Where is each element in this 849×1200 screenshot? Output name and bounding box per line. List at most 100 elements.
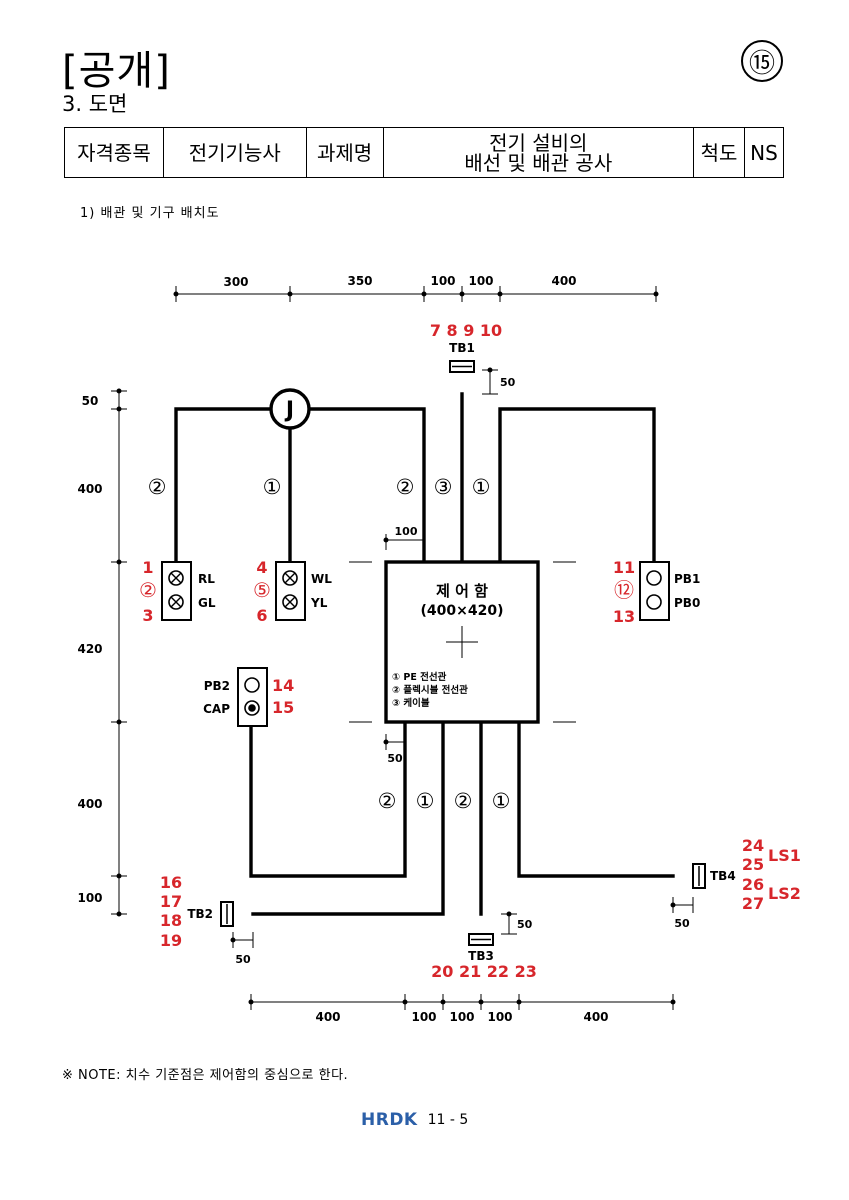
pb0-icon [646,594,662,610]
pb1-label: PB1 [674,572,700,586]
tb3-numbers: 20 21 22 23 [431,962,537,981]
control-box: 제 어 함 (400×420) ① PE 전선관 ② 플렉시블 전선관 ③ 케이… [349,560,576,724]
page-badge: ⑮ [741,40,783,82]
bottom-dimension [248,994,676,1010]
lamp-box-rl-gl: RL GL 1 ② 3 [139,558,216,625]
marker-bottom-d: ① [492,789,511,813]
conduit-rl [174,407,274,564]
pb1-icon [646,570,662,586]
top-dim-5: 400 [551,274,576,288]
dim-tb2-label: 50 [235,953,251,966]
marker-bottom-c: ② [454,789,473,813]
pb2-num: 14 [272,676,294,695]
scale-label: 척도 [693,127,745,178]
wl-label: WL [311,572,332,586]
cap-num: 15 [272,698,294,717]
dim-box-bottom-label: 50 [387,752,403,765]
lamp-yl-icon [282,594,298,610]
tb3-label: TB3 [468,949,494,963]
dim-tb2 [230,932,254,948]
task-value: 전기 설비의 배선 및 배관 공사 [382,127,695,178]
tb2-num-c: 18 [160,911,182,930]
conduit-box-left [308,407,426,564]
ls1-label: LS1 [768,846,801,865]
left-dim-3: 420 [77,642,102,656]
legend-flexible: ② 플렉시블 전선관 [392,684,468,696]
dim-tb1 [482,367,498,395]
pushbutton-box-pb2-cap: PB2 CAP 14 15 [203,667,294,727]
tb2-num-a: 16 [160,873,182,892]
top-dim-4: 100 [468,274,493,288]
bottom-dim-1: 400 [315,1010,340,1024]
pb2-icon [244,677,260,693]
conduit-paths [174,392,675,916]
tb1-label: TB1 [449,341,475,355]
bottom-dim-4: 100 [487,1010,512,1024]
top-dim-2: 350 [347,274,372,288]
lamp-rl-icon [168,570,184,586]
left-dimension [111,388,127,917]
page-footer: HRDK 11 - 5 [361,1110,468,1130]
top-dim-1: 300 [223,275,248,289]
scale-value: NS [743,127,785,178]
pb0-label: PB0 [674,596,700,610]
tb2-label: TB2 [187,907,213,921]
marker-center-c: ① [472,475,491,499]
hrdk-logo: HRDK [361,1110,418,1130]
tb4-num-d: 27 [742,894,764,913]
control-box-size: (400×420) [421,603,504,619]
dim-box-left-label: 100 [395,525,418,538]
task-value-line2: 배선 및 배관 공사 [464,150,613,175]
ls2-label: LS2 [768,884,801,903]
yl-label: YL [310,596,328,610]
qualification-value: 전기기능사 [162,127,307,178]
section-heading: 1) 배관 및 기구 배치도 [80,206,220,221]
conduit-tb4 [517,720,675,878]
conduit-pb1 [498,407,656,564]
tb4-label: TB4 [710,869,736,883]
gl-label: GL [198,596,216,610]
left-dim-1: 50 [82,394,99,408]
legend-cable: ③ 케이블 [392,697,430,709]
dim-box-left [383,534,424,550]
conduit-tb2 [251,720,445,916]
tb4-num-c: 26 [742,875,764,894]
info-table-row: 자격종목 전기기능사 과제명 전기 설비의 배선 및 배관 공사 척도 NS [64,127,785,178]
pb-num-mid: ⑫ [614,578,634,602]
dim-tb4 [670,897,694,913]
dim-tb3 [501,911,517,935]
bottom-dim-3: 100 [449,1010,474,1024]
pb-num-bot: 13 [613,607,635,626]
lamp-gl-icon [168,594,184,610]
dim-tb1-label: 50 [500,376,516,389]
terminal-tb2: TB2 16 17 18 19 [160,873,234,950]
marker-rl: ② [148,475,167,499]
tb1-numbers: 7 8 9 10 [430,321,502,340]
dim-tb4-label: 50 [674,917,690,930]
pushbutton-box-pb1-pb0: PB1 PB0 11 ⑫ 13 [613,558,700,626]
marker-center-b: ③ [434,475,453,499]
pb-num-top: 11 [613,558,635,577]
tb4-num-b: 25 [742,855,764,874]
task-value-line1: 전기 설비의 [489,130,588,155]
info-table: 자격종목 전기기능사 과제명 전기 설비의 배선 및 배관 공사 척도 NS [64,127,785,178]
control-box-title: 제 어 함 [436,582,488,600]
junction-label: J [284,398,294,423]
task-label: 과제명 [305,127,384,178]
pb2-label: PB2 [204,679,230,693]
page-number: 11 - 5 [427,1112,469,1128]
left-dim-2: 400 [77,482,102,496]
bottom-dim-5: 400 [583,1010,608,1024]
rl-num-mid: ② [139,578,157,602]
marker-wl: ① [263,475,282,499]
terminal-tb4: TB4 24 25 26 27 LS1 LS2 [692,836,801,913]
marker-bottom-a: ② [378,789,397,813]
lamp-wl-icon [282,570,298,586]
qualification-label: 자격종목 [64,127,164,178]
bottom-dim-2: 100 [411,1010,436,1024]
cap-label: CAP [203,702,230,716]
terminal-tb3: TB3 20 21 22 23 [431,933,537,981]
left-dim-5: 100 [77,891,102,905]
dim-tb3-label: 50 [517,918,533,931]
page-title: [공개] [62,48,171,94]
